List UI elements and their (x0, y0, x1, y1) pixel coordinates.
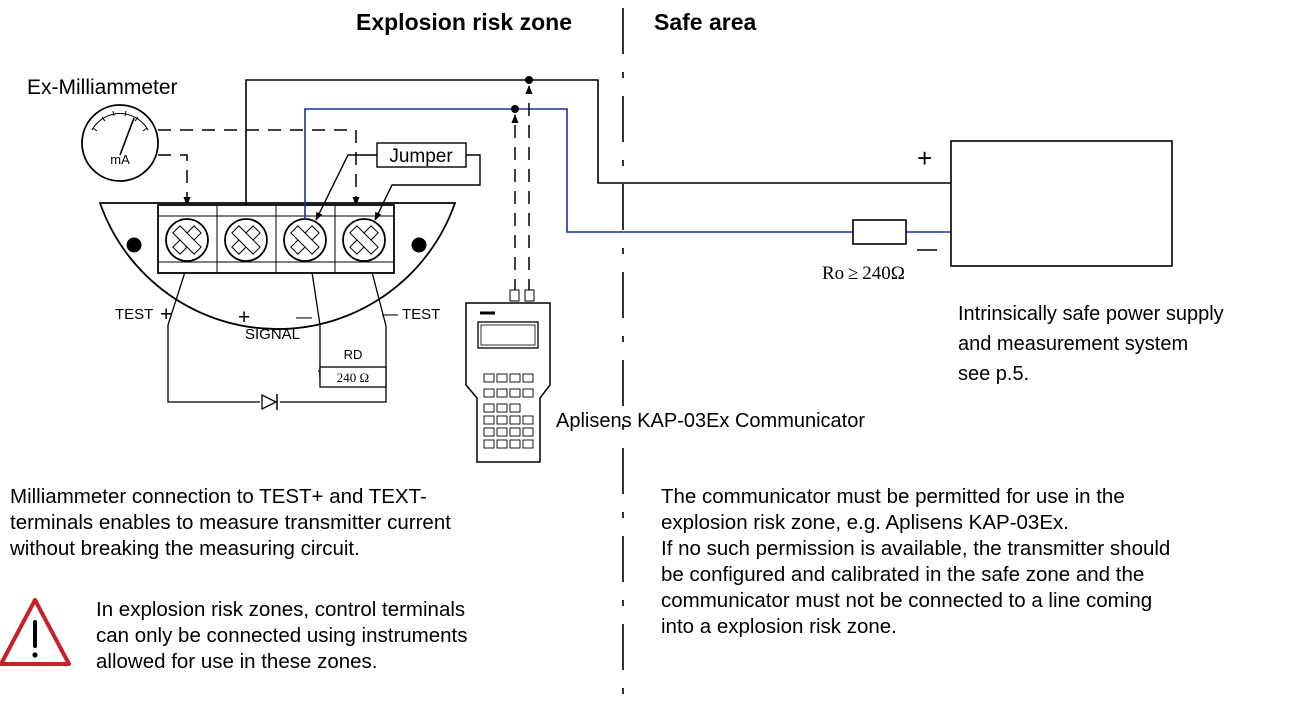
note-line: be configured and calibrated in the safe… (661, 563, 1145, 586)
negative-wire (304, 108, 853, 233)
mounting-hole-right (411, 237, 427, 253)
signal-label: SIGNAL (245, 326, 300, 343)
note-line: explosion risk zone, e.g. Aplisens KAP-0… (661, 511, 1069, 534)
transmitter-housing (98, 202, 457, 330)
test-plus-label: TEST (115, 306, 153, 323)
signal-minus-sign: — (296, 309, 312, 326)
note-line: The communicator must be permitted for u… (661, 485, 1125, 508)
terminal-block (157, 204, 395, 274)
junction-dot (525, 76, 533, 84)
mounting-hole-left (126, 237, 142, 253)
note-line: communicator must not be connected to a … (661, 589, 1153, 612)
note-line: terminals enables to measure transmitter… (10, 511, 451, 534)
diode-icon (261, 393, 278, 411)
communicator-leads (511, 85, 533, 292)
note-line: can only be connected using instruments (96, 624, 468, 647)
note-line: allowed for use in these zones. (96, 650, 378, 673)
positive-wire (245, 79, 951, 205)
communicator-device (465, 289, 551, 463)
signal-plus-sign: + (238, 306, 250, 329)
rd-resistor (319, 366, 387, 388)
note-line: without breaking the measuring circuit. (10, 537, 360, 560)
safe-area-header: Safe area (654, 9, 757, 35)
communicator-label: Aplisens KAP-03Ex Communicator (556, 410, 865, 432)
jumper-label: Jumper (389, 146, 453, 167)
meter-unit: mA (110, 152, 130, 167)
supply-plus-sign: + (917, 143, 932, 173)
note-line: Milliammeter connection to TEST+ and TEX… (10, 485, 427, 508)
test-minus-sign: — (382, 306, 398, 323)
communicator-note: The communicator must be permitted for u… (661, 484, 1170, 640)
milliammeter-note: Milliammeter connection to TEST+ and TEX… (10, 484, 451, 562)
resistor-label: Ro ≥ 240Ω (822, 263, 905, 284)
terminal-screw (283, 218, 327, 262)
supply-line-2: and measurement system (958, 333, 1188, 355)
explosion-zone-header: Explosion risk zone (356, 9, 572, 35)
internal-circuit (167, 271, 387, 403)
test-minus-label: TEST (402, 306, 440, 323)
warning-note: In explosion risk zones, control termina… (96, 597, 468, 675)
junction-dot (511, 105, 519, 113)
meter-title: Ex-Milliammeter (27, 76, 178, 99)
power-supply-box (950, 140, 1173, 267)
note-line: into a explosion risk zone. (661, 615, 897, 638)
meter-leads (158, 129, 360, 206)
note-line: In explosion risk zones, control termina… (96, 598, 466, 621)
load-resistor (852, 219, 907, 245)
terminal-screw (224, 218, 268, 262)
terminal-screw (165, 218, 209, 262)
test-plus-sign: + (160, 303, 172, 326)
jumper-wires (315, 154, 481, 221)
supply-line-3: see p.5. (958, 363, 1029, 385)
terminal-screw (342, 218, 386, 262)
rd-label: RD (344, 347, 363, 362)
warning-icon (0, 598, 71, 666)
milliammeter: mA (81, 104, 159, 182)
note-line: If no such permission is available, the … (661, 537, 1171, 560)
supply-line-1: Intrinsically safe power supply (958, 303, 1224, 325)
rd-value: 240 Ω (337, 370, 369, 385)
